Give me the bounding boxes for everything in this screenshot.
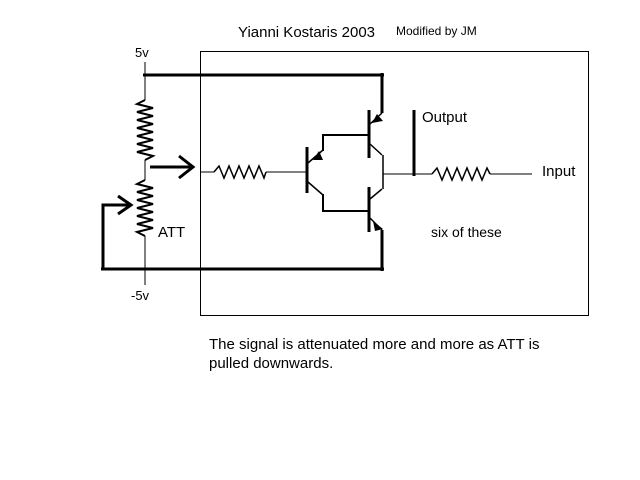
att-wiper-arrow-icon [117, 194, 134, 216]
module-boundary-box [200, 51, 589, 316]
control-arrow-head-icon [178, 154, 196, 180]
caption-line-1: The signal is attenuated more and more a… [209, 336, 540, 353]
lower-transistor-collector-lead [369, 188, 383, 200]
att-wiper-loop [101, 203, 130, 270]
caption-line-2: pulled downwards. [209, 355, 334, 372]
plus-supply-label: 5v [135, 45, 149, 60]
upper-transistor-collector-lead [369, 143, 383, 156]
minus-supply-label: -5v [131, 288, 150, 303]
caption-text: The signal is attenuated more and more a… [209, 335, 589, 373]
base-resistor [213, 164, 267, 181]
control-transistor-collector-lead [307, 181, 324, 196]
pot-lower-resistor [134, 179, 154, 237]
input-label: Input [542, 163, 576, 180]
upper-transistor-emitter-arrow-icon [372, 114, 383, 123]
control-link-wire-bottom [322, 194, 368, 212]
pot-upper-resistor [134, 99, 156, 161]
diagram-title: Yianni Kostaris 2003 [238, 24, 375, 41]
repeat-note: six of these [431, 224, 502, 240]
modified-by-note: Modified by JM [396, 24, 477, 38]
control-link-wire-top [322, 134, 368, 151]
control-transistor-emitter-arrow-icon [313, 151, 323, 160]
input-resistor [431, 166, 491, 182]
att-label: ATT [158, 224, 185, 241]
output-label: Output [422, 109, 468, 126]
lower-transistor-emitter-arrow-icon [373, 221, 383, 231]
